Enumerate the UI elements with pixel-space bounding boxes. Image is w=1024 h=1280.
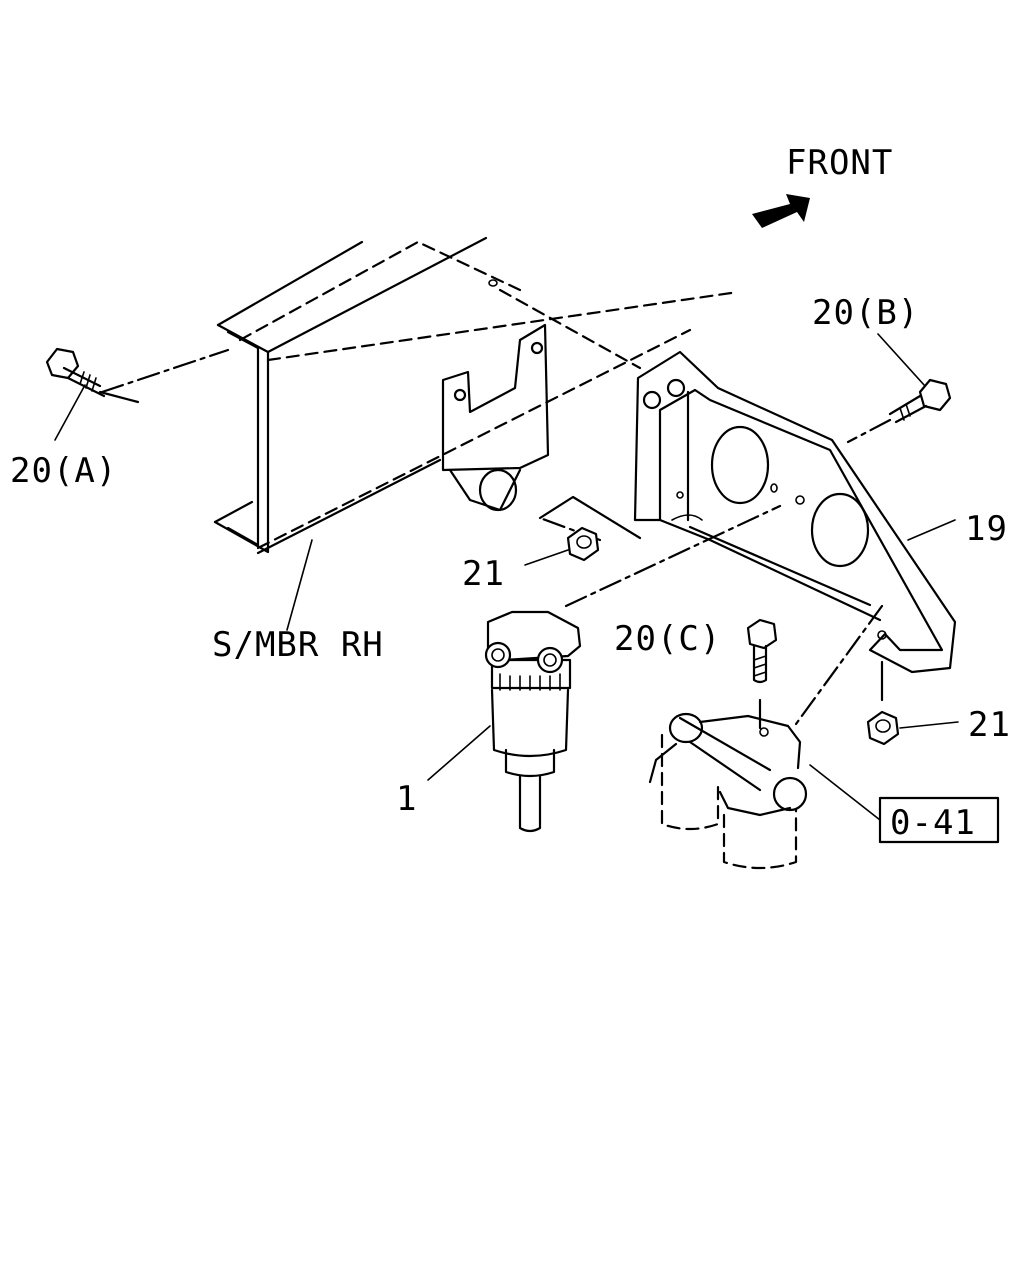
- leader-nut-lower: [899, 721, 959, 729]
- reference-box: [878, 796, 1000, 844]
- bolt-a-icon: [45, 347, 230, 404]
- bolt-c-icon: [746, 618, 778, 730]
- leader-frame-member: [286, 539, 313, 631]
- nut-upper-icon: [538, 495, 642, 562]
- reference-assembly-0-41: [648, 712, 881, 870]
- side-member-frame: [213, 236, 740, 555]
- label-bolt-c: 20(C): [614, 619, 721, 659]
- label-bolt-b: 20(B): [812, 293, 919, 333]
- filter-bracket-19: [498, 288, 957, 674]
- leader-bolt-b: [877, 333, 926, 387]
- leader-nut-upper: [524, 549, 569, 566]
- bolt-b-icon: [846, 378, 952, 444]
- leader-bracket: [907, 519, 956, 541]
- front-arrow-icon: [752, 194, 810, 228]
- label-filter-1: 1: [396, 779, 417, 819]
- leader-filter: [427, 725, 491, 781]
- fuel-filter-icon: [484, 504, 782, 833]
- front-label: FRONT: [786, 143, 893, 183]
- label-bolt-a: 20(A): [10, 451, 117, 491]
- label-reference: 0-41: [890, 803, 976, 843]
- label-frame-member: S/MBR RH: [212, 625, 384, 665]
- label-bracket-19: 19: [965, 509, 1008, 549]
- nut-lower-icon: [794, 604, 900, 746]
- label-nut-lower: 21: [968, 705, 1011, 745]
- label-nut-upper: 21: [462, 554, 505, 594]
- leader-bolt-a: [54, 384, 86, 441]
